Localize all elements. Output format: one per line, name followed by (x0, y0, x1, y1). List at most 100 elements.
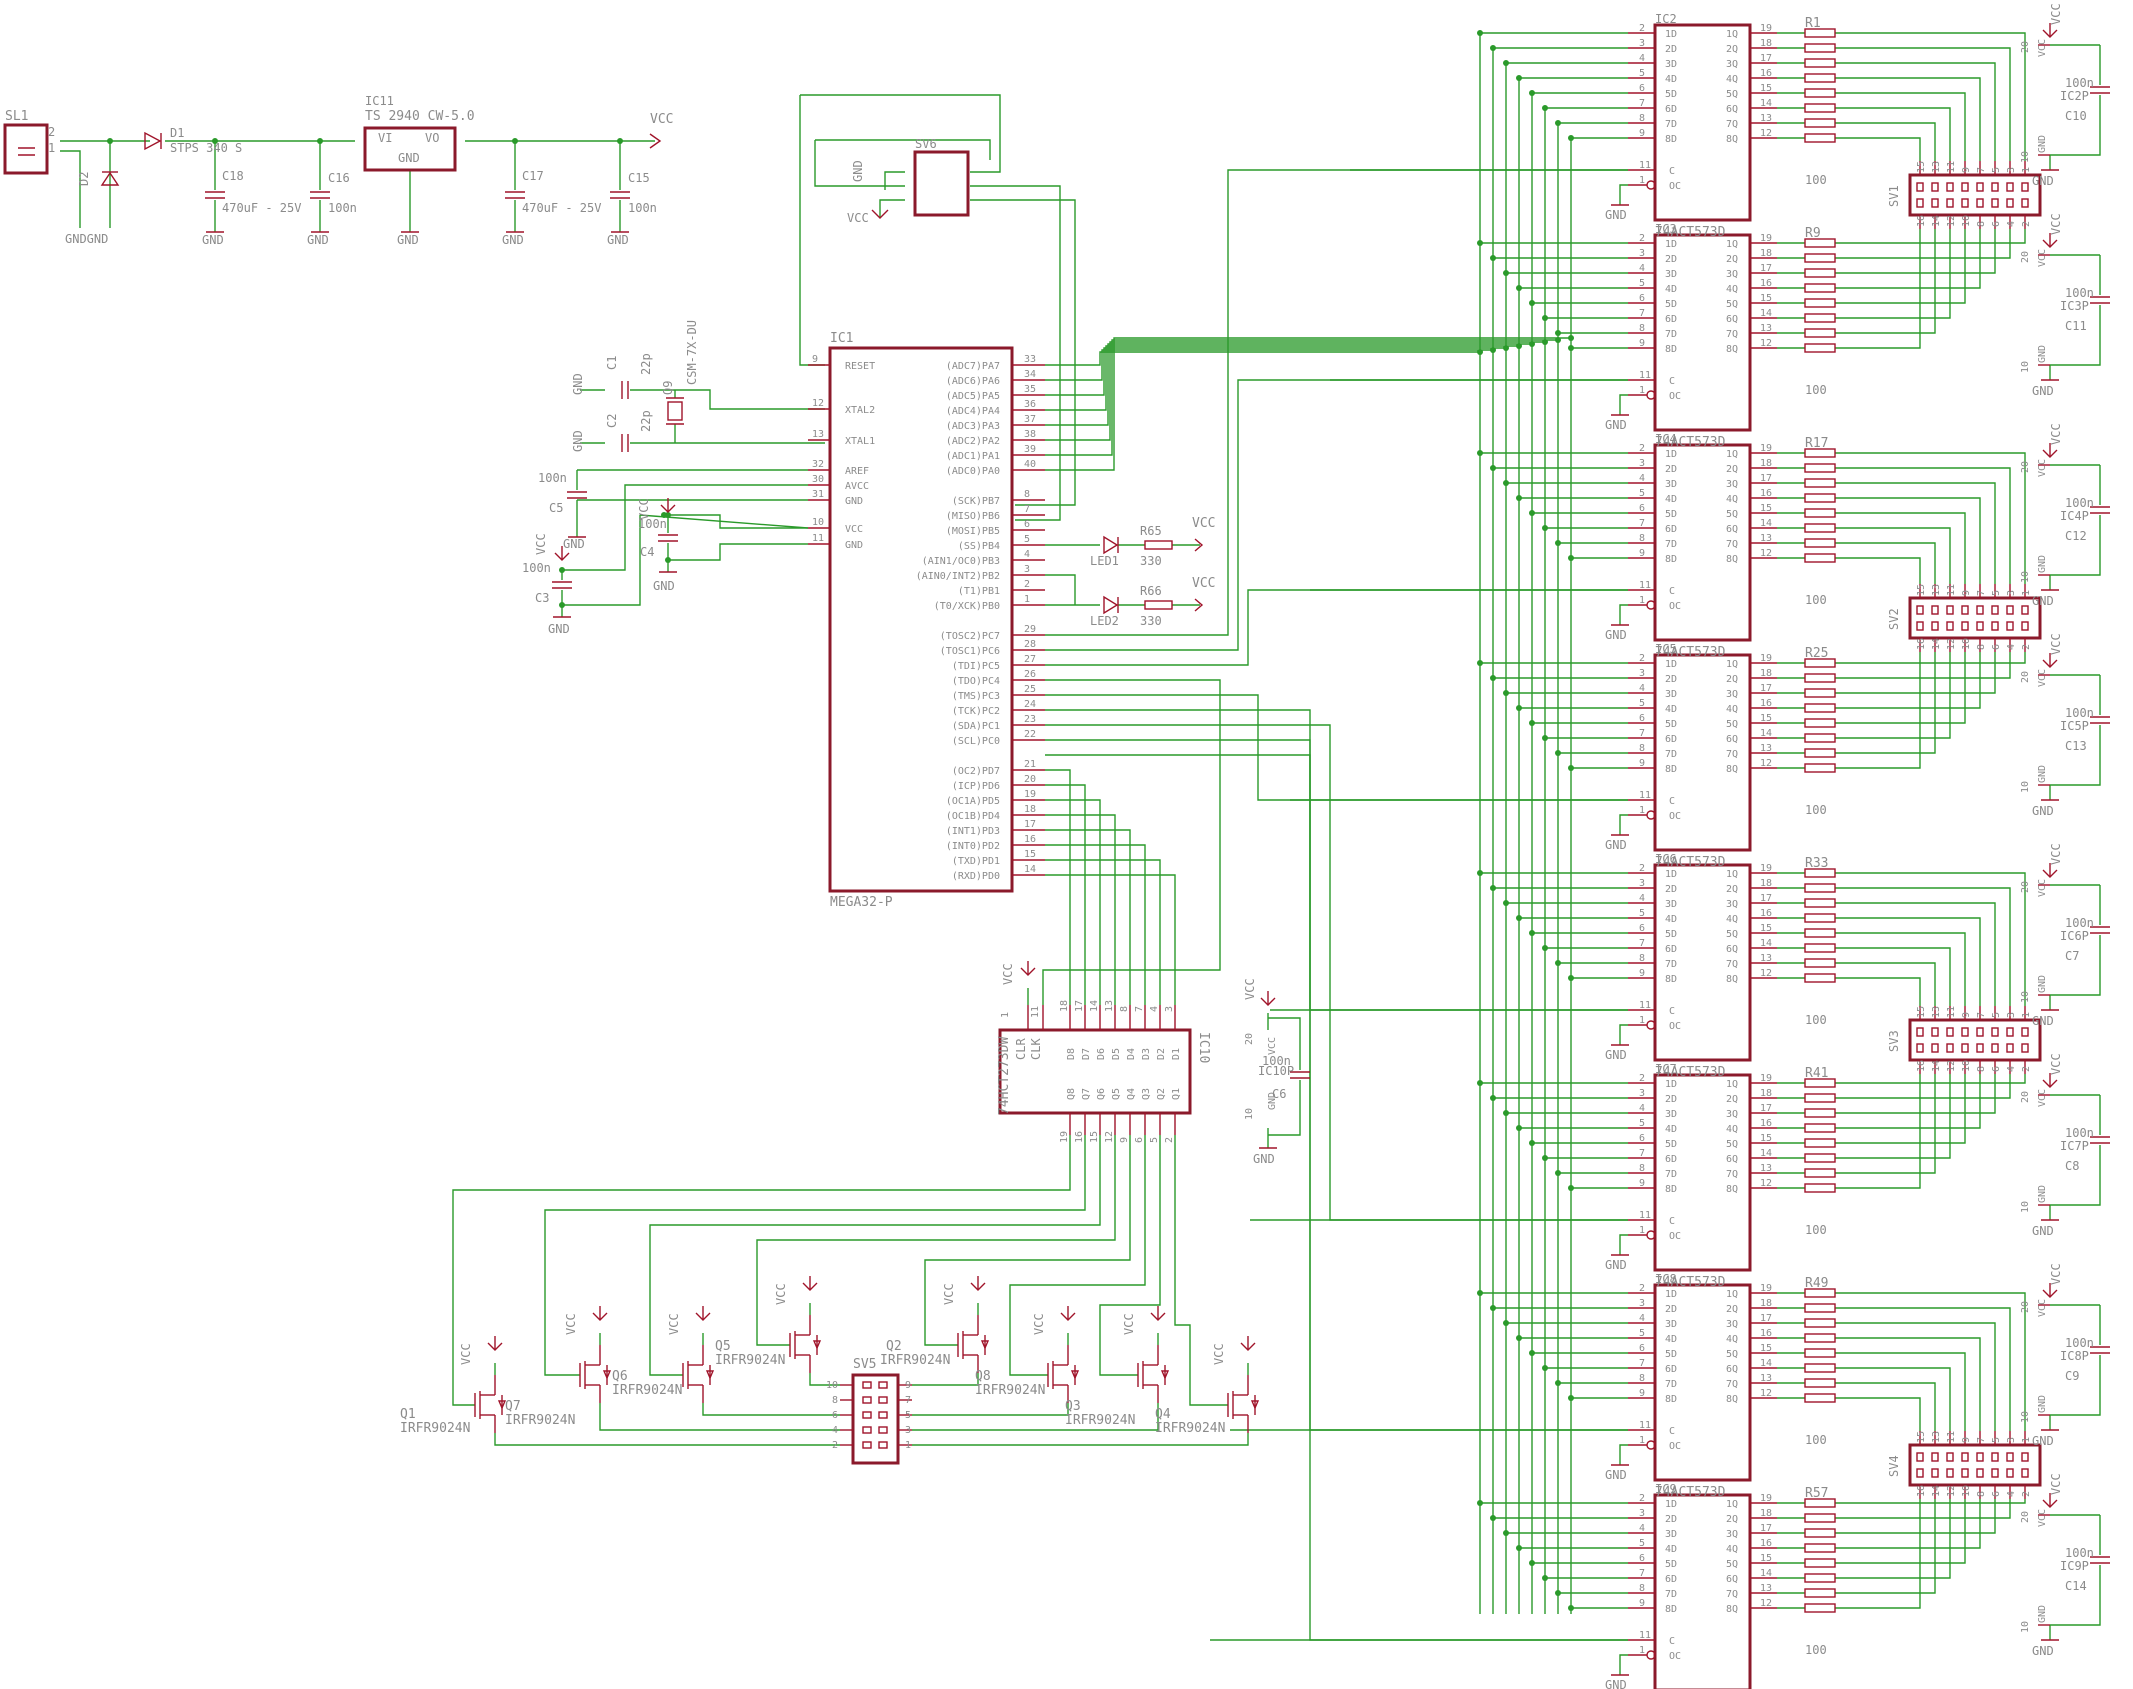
junction (1542, 1575, 1548, 1581)
d1-part: STPS 340 S (170, 141, 242, 155)
header-contact (1916, 621, 1924, 631)
latch-pin-number: 8 (1119, 1006, 1130, 1012)
wire (800, 94, 1001, 173)
buffer-q-label: 8Q (1726, 554, 1738, 565)
resistor-value: 100 (1805, 593, 1827, 607)
buffer-pin-number: 3 (1639, 668, 1645, 679)
buffer-d-label: 5D (1665, 509, 1677, 520)
header-pin-number: 7 (1976, 1437, 1987, 1443)
mcu-pin-label: AVCC (845, 481, 869, 492)
header-contact (1961, 1043, 1969, 1053)
header-contact (1976, 182, 1984, 192)
latch-pin-number: 13 (1104, 1000, 1115, 1012)
vcc-label: VCC (2037, 249, 2048, 267)
buffer-pin-number: 4 (1639, 1103, 1645, 1114)
junction (1529, 1560, 1535, 1566)
resistor (1804, 748, 1836, 758)
header-pin-number: 5 (1991, 590, 2002, 596)
header-pin-number: 14 (1931, 1485, 1942, 1497)
vcc-label: VCC (2037, 879, 2048, 897)
buffer-pin-number: 18 (1760, 878, 1772, 889)
latch-pin-number: 12 (1104, 1131, 1115, 1143)
junction (1555, 120, 1561, 126)
wire (1835, 557, 1921, 584)
buffer-pin-number: 7 (1639, 308, 1645, 319)
latch-d-label: D1 (1171, 1048, 1182, 1060)
d1-label: D1 (170, 126, 184, 140)
pin-number: 20 (2020, 671, 2031, 683)
header-contact (2006, 1043, 2014, 1053)
vcc-label: VCC (564, 1313, 578, 1335)
gnd-label: GND (2032, 384, 2054, 398)
wire (1835, 122, 1936, 161)
sv5-pin: 4 (832, 1425, 838, 1436)
wire (1835, 229, 1951, 319)
header-sv4 (1908, 1443, 2042, 1487)
header-contact (2006, 198, 2014, 208)
buffer-q-label: 3Q (1726, 689, 1738, 700)
buffer-d-label: 2D (1665, 1514, 1677, 1525)
latch-pin-number: 3 (1164, 1006, 1175, 1012)
buffer-pin-number: 17 (1760, 683, 1772, 694)
resistor (1804, 28, 1836, 38)
buffer-d-label: 4D (1665, 494, 1677, 505)
header-pin-number: 5 (1991, 167, 2002, 173)
junction (1529, 1140, 1535, 1146)
buffer-pin-number: 2 (1639, 233, 1645, 244)
header-pin-number: 5 (1991, 1012, 2002, 1018)
buffer-q-label: 2Q (1726, 1514, 1738, 1525)
mcu-pin-label: (AIN0/INT2)PB2 (916, 571, 1000, 582)
resistor-value: 100 (1805, 803, 1827, 817)
wire (1835, 1292, 2026, 1431)
buffer-pin-number: 1 (1639, 1645, 1645, 1656)
mosfet-label: Q8 (975, 1369, 991, 1384)
mcu-pin-label: (ADC0)PA0 (946, 466, 1000, 477)
buffer-d-label: 6D (1665, 314, 1677, 325)
mcu-pin-label: (SS)PB4 (958, 541, 1000, 552)
c5-value: 100n (538, 471, 567, 485)
c15-label: C15 (628, 171, 650, 185)
buffer-pin-number: 19 (1760, 1073, 1772, 1084)
buffer-pin-number: 19 (1760, 1493, 1772, 1504)
vcc-arrow (1194, 598, 1204, 612)
c17-label: C17 (522, 169, 544, 183)
c6-label: C6 (1272, 1087, 1286, 1101)
resistor-value: 100 (1805, 173, 1827, 187)
header-sv2 (1908, 596, 2042, 640)
buffer-d-label: 1D (1665, 449, 1677, 460)
header-contact (2006, 1452, 2014, 1462)
buffer-q-label: 4Q (1726, 494, 1738, 505)
buffer-part: 74ACT573D (1655, 225, 1726, 240)
mcu-pin-label: (TXD)PD1 (952, 856, 1000, 867)
c1-label: C1 (605, 356, 619, 370)
buffer-pin-number: 4 (1639, 263, 1645, 274)
resistor (1804, 703, 1836, 713)
sl1-pin1: 1 (48, 141, 55, 155)
buffer-pin-number: 4 (1639, 1523, 1645, 1534)
sv5-pin: 6 (832, 1410, 838, 1421)
vcc-label: VCC (774, 1283, 788, 1305)
buffer-pin-number: 7 (1639, 1358, 1645, 1369)
header-pin-number: 12 (1946, 1485, 1957, 1497)
vcc-label: VCC (534, 533, 548, 555)
buffer-d-label: 6D (1665, 104, 1677, 115)
wire (1619, 184, 1628, 205)
wire (912, 1373, 979, 1386)
pin-number: 10 (2020, 1411, 2031, 1423)
buffer-pin-number: 17 (1760, 53, 1772, 64)
buffer-pin-number: 11 (1639, 370, 1651, 381)
resistor (1804, 478, 1836, 488)
buffer-pin-number: 6 (1639, 1133, 1645, 1144)
resistor (1804, 1123, 1836, 1133)
buffer-pin-number: 4 (1639, 53, 1645, 64)
sv6-label: SV6 (915, 137, 937, 151)
header-pin-number: 3 (2006, 1012, 2017, 1018)
buffer-d-label: 8D (1665, 1184, 1677, 1195)
header-contact (1946, 621, 1954, 631)
buffer-pin-number: 16 (1760, 488, 1772, 499)
junction (1542, 945, 1548, 951)
header-pin-number: 1 (2021, 1437, 2032, 1443)
buffer-d-label: 2D (1665, 674, 1677, 685)
header-contact (2006, 605, 2014, 615)
buffer-pin-number: 15 (1760, 923, 1772, 934)
